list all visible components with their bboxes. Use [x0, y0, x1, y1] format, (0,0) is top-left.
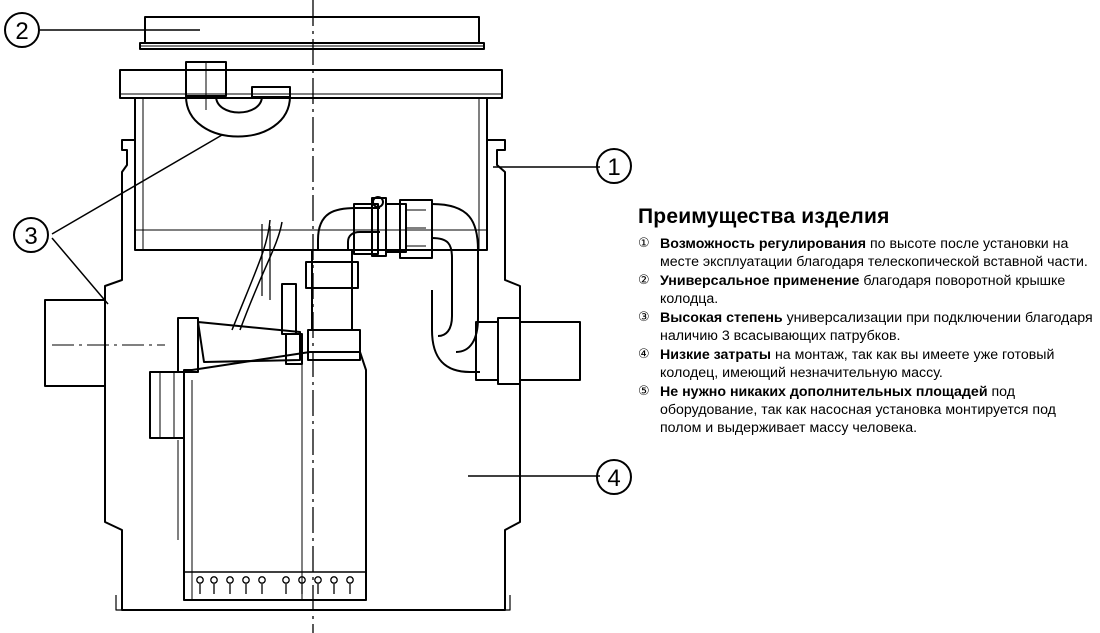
advantage-item: ④ Низкие затраты на монтаж, так как вы им…: [638, 346, 1096, 382]
item-text: благодаря поворотной крышке колодца.: [660, 273, 1066, 307]
item-bold: Низкие затраты: [660, 347, 771, 363]
advantages-list: ① Возможность регулирования по высоте пос…: [638, 235, 1096, 437]
telescopic-insert: [119, 69, 503, 251]
advantages-panel: Преимущества изделия ① Возможность регули…: [638, 205, 1096, 438]
item-bold: Универсальное применение: [660, 273, 860, 289]
callout-3: 3: [13, 217, 49, 253]
float-switch: [149, 219, 303, 540]
lid: [139, 16, 485, 50]
callout-4: 4: [596, 459, 632, 495]
item-bold: Возможность регулирования: [660, 236, 867, 252]
leader-lines: [40, 29, 600, 477]
item-text: на монтаж, так как вы имеете уже готовый…: [660, 347, 1055, 381]
item-text: универсализации при подключении благодар…: [660, 310, 1093, 344]
svg-text:3: 3: [24, 223, 37, 250]
item-text: по высоте после установки на месте экспл…: [660, 236, 1088, 270]
item-number: ③: [638, 310, 650, 325]
item-number: ②: [638, 273, 650, 288]
item-bold: Высокая степень: [660, 310, 783, 326]
inlet-nozzle: [44, 299, 165, 387]
advantage-item: ⑤ Не нужно никаких дополнительных площаде…: [638, 383, 1096, 437]
item-text: под оборудование, так как насосная устан…: [660, 384, 1056, 436]
advantage-item: ② Универсальное применение благодаря пово…: [638, 272, 1096, 308]
item-number: ④: [638, 347, 650, 362]
svg-text:2: 2: [15, 18, 28, 45]
callout-1: 1: [596, 148, 632, 184]
advantage-item: ① Возможность регулирования по высоте пос…: [638, 235, 1096, 271]
callout-2: 2: [4, 12, 40, 48]
svg-text:4: 4: [607, 465, 620, 492]
item-number: ①: [638, 236, 650, 251]
panel-title: Преимущества изделия: [638, 205, 890, 228]
pump-body: [183, 329, 367, 601]
svg-text:1: 1: [607, 154, 620, 181]
discharge-pipe: [305, 196, 581, 385]
shaft-body: [104, 139, 521, 611]
item-bold: Не нужно никаких дополнительных площадей: [660, 384, 988, 400]
inlet-elbow: [185, 61, 291, 138]
item-number: ⑤: [638, 384, 650, 399]
advantage-item: ③ Высокая степень универсализации при под…: [638, 309, 1096, 345]
